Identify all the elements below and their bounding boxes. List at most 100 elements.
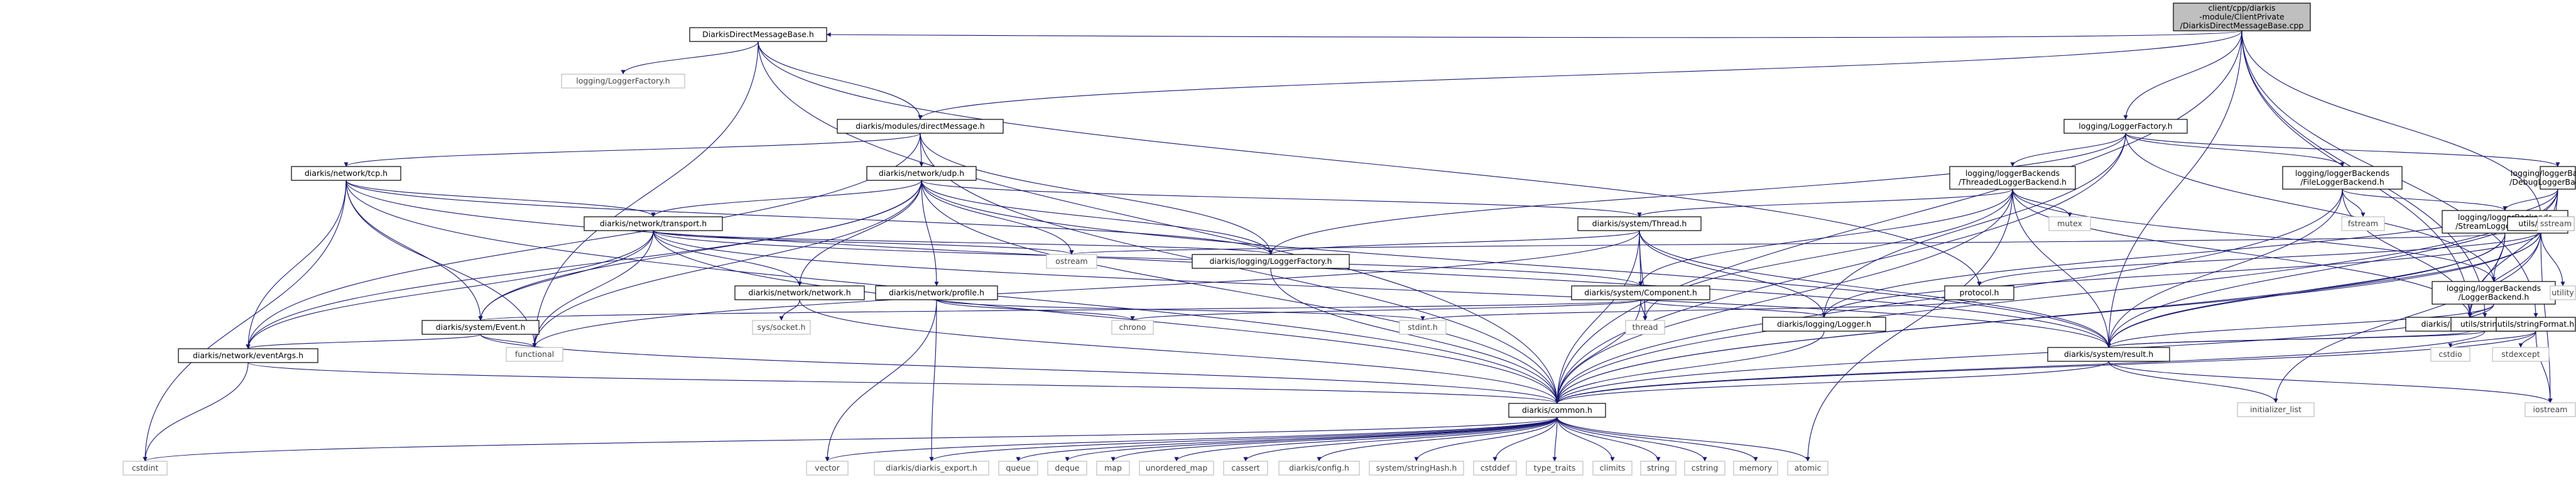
edge-loggerfactory_h-to-threaded_backend [2010, 133, 2126, 167]
edge-threaded_backend-to-thread_h [1637, 189, 2013, 217]
node-label: /FileLoggerBackend.h [2300, 177, 2384, 187]
edge-directmessage_h-to-dl_loggerfactory [920, 133, 1273, 255]
node-label: diarkis/system/result.h [2064, 349, 2153, 359]
node-box [806, 461, 849, 476]
edge-stream_backend-to-ostream [1070, 232, 2506, 255]
node-cassert: cassert [1223, 461, 1268, 476]
node-component-h[interactable]: diarkis/system/Component.h [1571, 285, 1710, 300]
node-label: string [1647, 463, 1670, 473]
edge-transport_h-to-event_h [478, 230, 654, 321]
node-eventargs-h[interactable]: diarkis/network/eventArgs.h [178, 348, 318, 363]
node-label: stdexcept [2501, 349, 2540, 359]
node-box [1047, 461, 1087, 476]
node-thread-h[interactable]: diarkis/system/Thread.h [1577, 216, 1702, 231]
node-file-backend[interactable]: logging/loggerBackends/FileLoggerBackend… [2282, 166, 2403, 190]
edge-tcp_h-to-dl_loggerfactory [345, 180, 1273, 255]
node-logger-h[interactable]: diarkis/logging/Logger.h [1762, 317, 1886, 332]
edge-misc_h-to-iostream [2540, 230, 2553, 403]
node-box [2496, 317, 2576, 332]
node-udp-h[interactable]: diarkis/network/udp.h [866, 166, 977, 181]
node-box [2492, 347, 2550, 362]
node-label: type_traits [1534, 463, 1576, 473]
edge-layer [143, 30, 2565, 462]
node-box [875, 285, 998, 300]
node-box [1139, 461, 1214, 476]
edge-common_h-to-diarkis_export [929, 417, 1558, 462]
node-network-h[interactable]: diarkis/network/network.h [734, 285, 865, 300]
node-label: /DebugLoggerBackend.h [2509, 177, 2576, 187]
edge-loggerfactory_h-to-common_h [1555, 133, 2126, 404]
edge-misc_h-to-logger_h [1822, 230, 2541, 318]
node-stringformat-h[interactable]: utils/stringFormat.h [2496, 317, 2576, 332]
node-initializer-list: initializer_list [2237, 402, 2315, 417]
node-transport-h[interactable]: diarkis/network/transport.h [584, 216, 723, 231]
node-box [561, 74, 685, 89]
edge-profile_h-to-diarkis_export [929, 299, 937, 462]
node-box [2430, 347, 2470, 362]
node-deque: deque [1047, 461, 1087, 476]
node-box [2063, 119, 2188, 134]
node-label: /LoggerBackend.h [2459, 292, 2530, 302]
edge-stringformat_h-to-stdexcept [2518, 331, 2536, 348]
edge-loggerfactory_h-to-debug_backend [2125, 133, 2560, 167]
node-label: diarkis/system/Event.h [436, 322, 526, 332]
node-box [122, 461, 168, 476]
edge-common_h-to-cstddef [1492, 417, 1558, 462]
edge-dmbase_h-to-common_h [758, 41, 1560, 404]
node-protocol-h[interactable]: protocol.h [1944, 285, 2014, 300]
edge-udp_h-to-transport_h [651, 180, 922, 217]
node-root[interactable]: client/cpp/diarkis-module/ClientPrivate/… [2173, 3, 2311, 31]
edge-directmessage_h-to-tcp_h [344, 133, 921, 167]
edge-thread_h-to-logger_h [1639, 230, 1827, 318]
node-dl-loggerfactory[interactable]: diarkis/logging/LoggerFactory.h [1192, 254, 1350, 269]
edge-common_h-to-string [1557, 417, 1661, 462]
node-stdint: stdint.h [1399, 320, 1447, 335]
edge-threaded_backend-to-logger_backend [2012, 189, 2496, 282]
node-label: diarkis/system/Component.h [1584, 288, 1697, 297]
node-box [2341, 216, 2385, 231]
node-type-traits: type_traits [1526, 461, 1584, 476]
node-dmbase-h[interactable]: DiarkisDirectMessageBase.h [689, 27, 827, 42]
edge-transport_h-to-functional [532, 230, 654, 348]
node-label: diarkis/diarkis_export.h [886, 463, 977, 473]
node-diarkis-export: diarkis/diarkis_export.h [874, 461, 989, 476]
node-mutex: mutex [2048, 216, 2091, 231]
node-label: iostream [2533, 405, 2568, 414]
node-label: logging/LoggerFactory.h [576, 76, 670, 85]
node-result-h[interactable]: diarkis/system/result.h [2047, 347, 2170, 362]
node-event-h[interactable]: diarkis/system/Event.h [421, 320, 540, 335]
node-box [1399, 320, 1447, 335]
node-logger-backend[interactable]: logging/loggerBackends/LoggerBackend.h [2432, 281, 2556, 305]
node-thread: thread [1625, 320, 1665, 335]
node-label: diarkis/logging/Logger.h [1777, 319, 1871, 329]
node-box [2432, 281, 2556, 305]
edge-transport_h-to-component_h [653, 230, 1643, 287]
node-box [1787, 461, 1829, 476]
node-box [689, 27, 827, 42]
edge-udp_h-to-eventargs_h [246, 180, 922, 349]
node-profile-h[interactable]: diarkis/network/profile.h [875, 285, 998, 300]
node-cstdio: cstdio [2430, 347, 2470, 362]
node-directmessage-h[interactable]: diarkis/modules/directMessage.h [837, 119, 1004, 134]
node-label: utility [2552, 288, 2574, 297]
edge-common_h-to-stringhash_h [1414, 417, 1558, 462]
node-threaded-backend[interactable]: logging/loggerBackends/ThreadedLoggerBac… [1949, 166, 2076, 190]
edge-root-to-dmbase_h [826, 30, 2242, 38]
edge-common_h-to-type_traits [1552, 417, 1558, 462]
edge-udp_h-to-profile_h [921, 180, 939, 287]
node-box [2524, 402, 2576, 417]
edge-network_h-to-common_h [799, 299, 1560, 404]
node-loggerfactory-h[interactable]: logging/LoggerFactory.h [2063, 119, 2188, 134]
edge-root-to-misc_h [2241, 30, 2543, 217]
node-box [1592, 461, 1633, 476]
node-label: map [1104, 463, 1122, 473]
node-common-h[interactable]: diarkis/common.h [1508, 403, 1606, 418]
edge-thread_h-to-result_h [1639, 230, 2111, 348]
node-tcp-h[interactable]: diarkis/network/tcp.h [291, 166, 401, 181]
edge-transport_h-to-dl_loggerfactory [653, 230, 1273, 255]
node-label: vector [815, 463, 840, 473]
edge-thread_h-to-dl_loggerfactory [1268, 230, 1640, 255]
edge-event_h-to-eventargs_h [246, 334, 481, 349]
node-debug-backend[interactable]: logging/loggerBackends/DebugLoggerBacken… [2509, 166, 2576, 190]
node-chrono: chrono [1111, 320, 1154, 335]
